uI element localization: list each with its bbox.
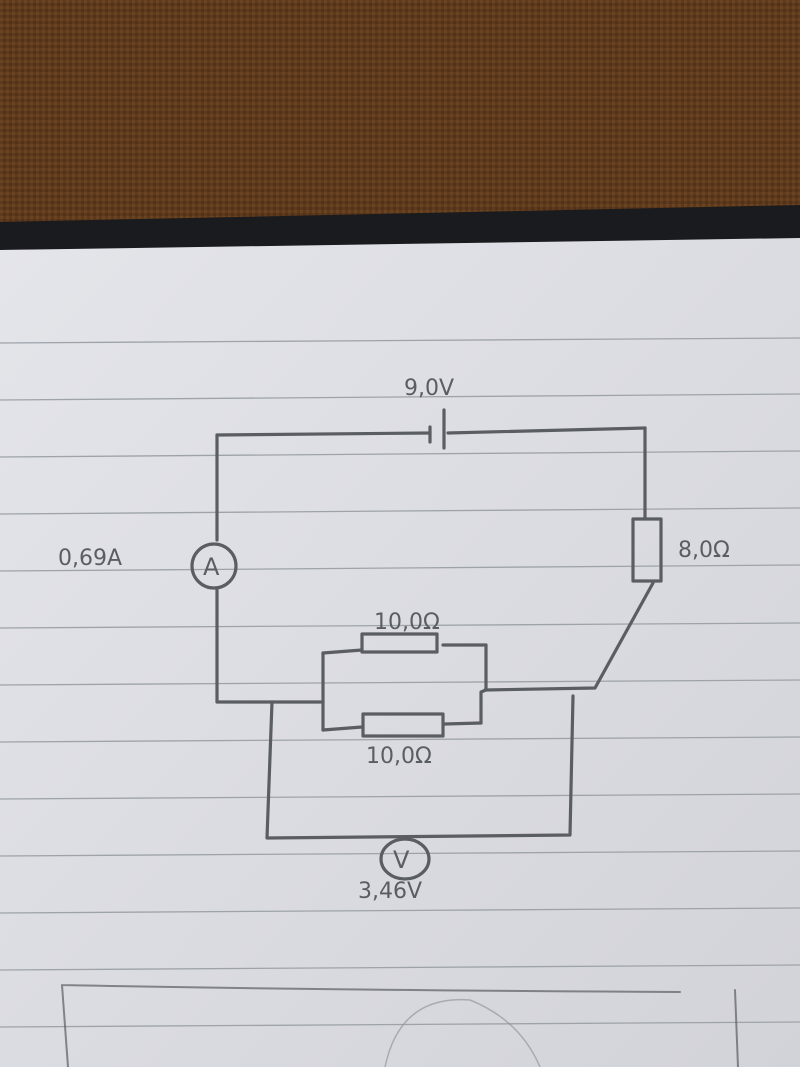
faint-sketch-curve [384, 998, 541, 1067]
parallel-resistor-bottom-label: 10,0Ω [366, 744, 432, 769]
voltmeter-reading-label: 3,46V [358, 879, 422, 904]
wire-left-lower [215, 588, 325, 704]
notebook-edge [0, 205, 800, 250]
resistor-parallel-bottom [361, 712, 445, 738]
ammeter-symbol: A [203, 553, 220, 581]
ammeter-reading-label: 0,69A [58, 546, 122, 571]
resistor-parallel-top [360, 632, 439, 654]
wire-top-right [446, 426, 647, 435]
wire-branch-bottom-right [443, 721, 483, 726]
voltmeter [379, 837, 431, 881]
carpet-background [0, 0, 800, 225]
voltmeter-symbol: V [393, 846, 410, 874]
resistor-8-ohm [631, 517, 663, 583]
partial-sketch-bottom [61, 984, 739, 1067]
ruled-lines [0, 337, 800, 1028]
series-resistor-label: 8,0Ω [678, 538, 730, 563]
wire-right-diagonal [483, 581, 655, 692]
wire-branch-top-left [321, 648, 364, 655]
wire-branch-bottom-left [321, 725, 364, 732]
voltmeter-loop [265, 694, 575, 840]
parallel-right-rail [479, 643, 488, 725]
wire-top-left [215, 431, 432, 437]
battery-voltage-label: 9,0V [404, 376, 454, 401]
ammeter [190, 542, 238, 590]
parallel-resistor-top-label: 10,0Ω [374, 610, 440, 635]
